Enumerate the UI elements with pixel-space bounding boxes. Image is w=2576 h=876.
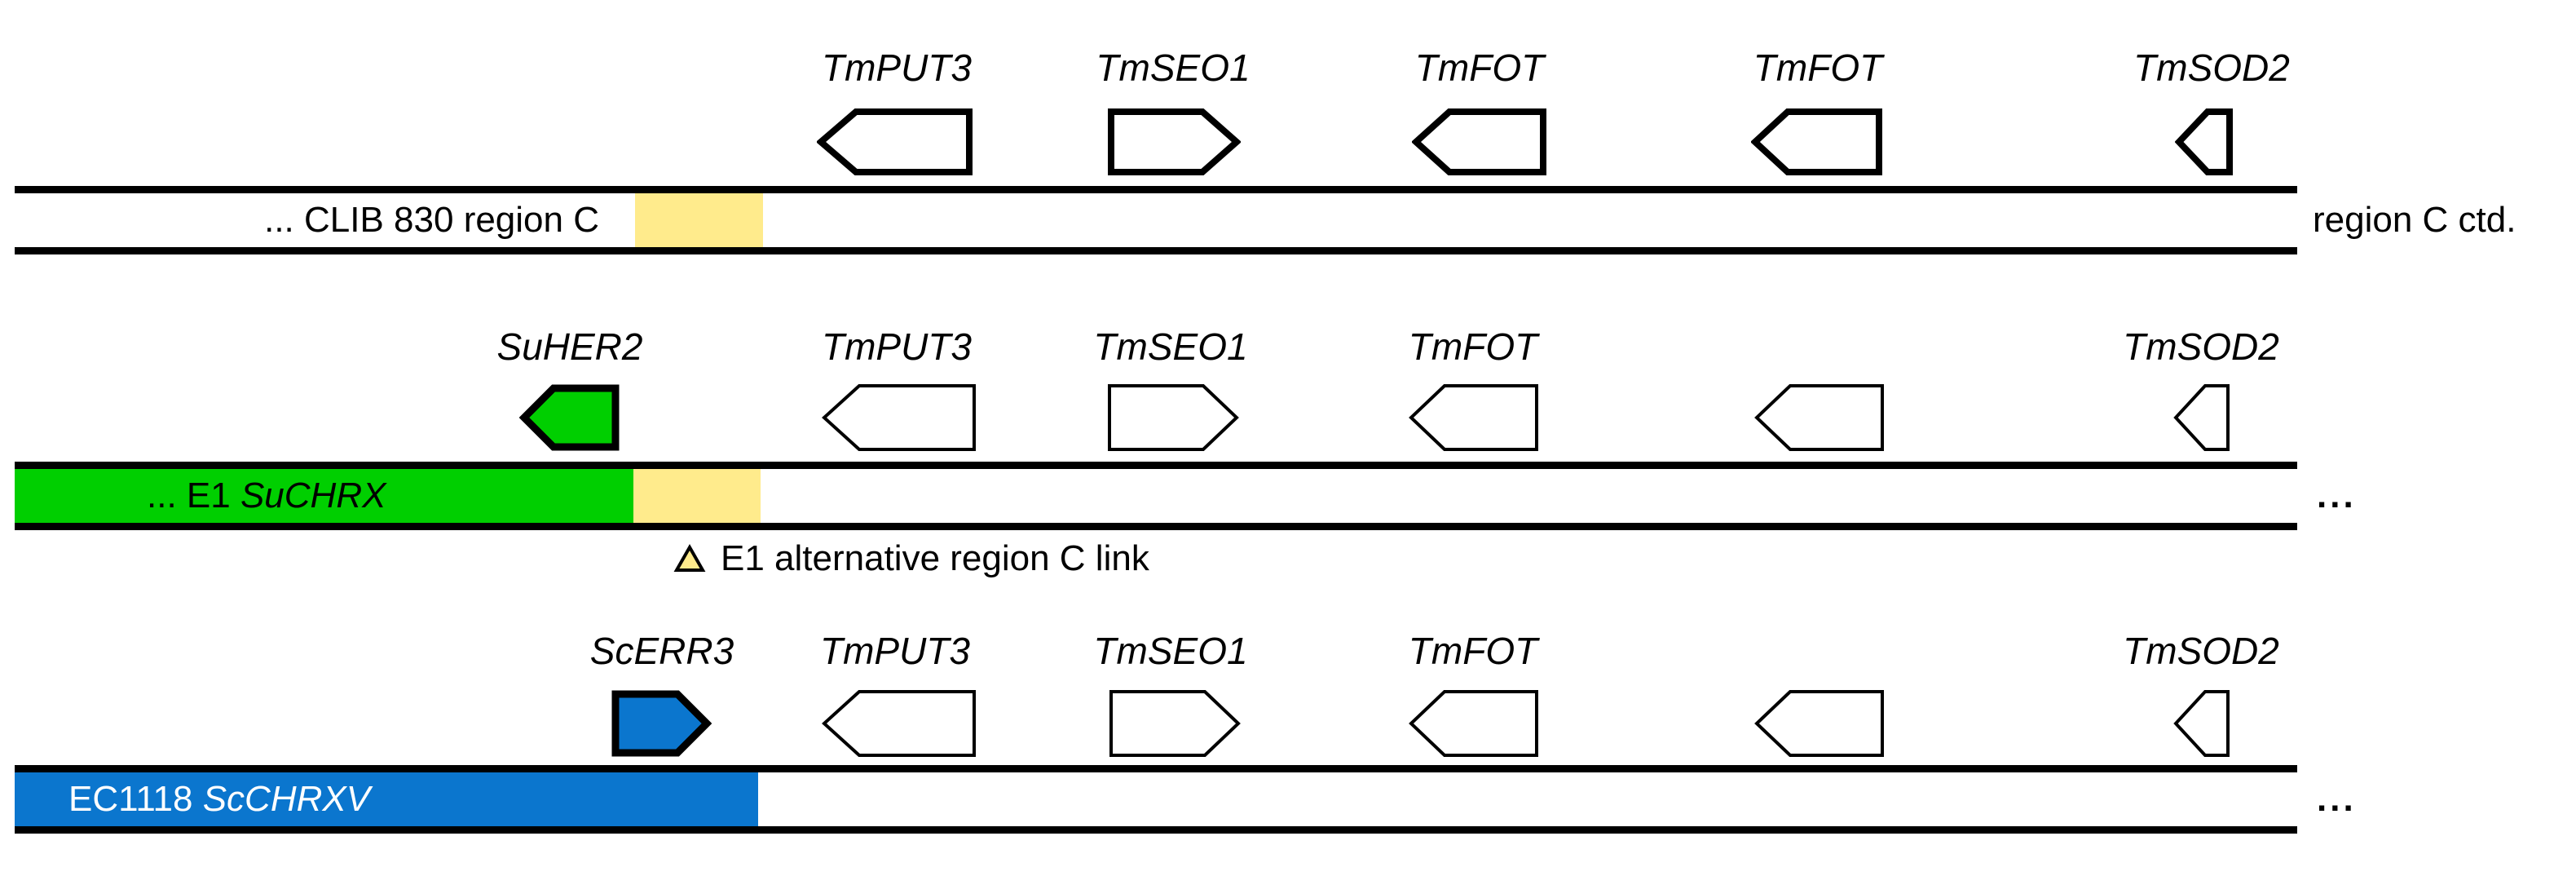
gene-arrow-unlabeled-left-icon	[1754, 384, 1884, 451]
gene-label-tmput3: TmPUT3	[820, 630, 970, 672]
gene-arrow-tmsod2-left-icon	[2173, 384, 2230, 451]
gene-arrow-tmsod2-left-icon	[2175, 108, 2233, 175]
gene-arrow-tmfot-left-icon	[1409, 690, 1538, 757]
gene-arrow-tmput3-left-icon	[817, 108, 973, 175]
gene-arrow-tmput3-left-icon	[822, 384, 976, 451]
track-continues-ellipsis: ...	[2317, 779, 2357, 819]
gene-label-tmfot: TmFOT	[1414, 46, 1545, 89]
track-e1-suchrx: ... E1 SuCHRX	[15, 462, 2297, 530]
gene-arrow-scerr3-right-icon	[611, 690, 712, 757]
triangle-icon	[673, 543, 706, 572]
gene-arrow-tmfot-left-icon	[1412, 108, 1546, 175]
gene-label-tmfot: TmFOT	[1408, 325, 1538, 368]
track-continues-ellipsis: ...	[2317, 476, 2357, 515]
track-clib830-region-c: ... CLIB 830 region C	[15, 186, 2297, 254]
gene-arrow-tmsod2-left-icon	[2173, 690, 2230, 757]
gene-label-suher2: SuHER2	[496, 325, 643, 368]
gene-label-tmsod2: TmSOD2	[2133, 46, 2290, 89]
region-segment-blue	[15, 772, 758, 826]
track-ec1118-scchrxv: EC1118 ScCHRXV	[15, 765, 2297, 834]
gene-label-tmsod2: TmSOD2	[2123, 325, 2279, 368]
track-label-e1-suchrx: ... E1 SuCHRX	[147, 476, 386, 515]
gene-label-tmfot: TmFOT	[1753, 46, 1883, 89]
link-segment-yellow	[635, 193, 763, 247]
gene-label-tmsod2: TmSOD2	[2123, 630, 2279, 672]
gene-arrow-suher2-left-icon	[519, 384, 620, 451]
track-label-clib830: ... CLIB 830 region C	[264, 200, 599, 240]
gene-label-tmseo1: TmSEO1	[1096, 46, 1251, 89]
gene-arrow-tmfot-left-icon	[1751, 108, 1882, 175]
gene-arrow-tmfot-left-icon	[1409, 384, 1538, 451]
gene-arrow-unlabeled-left-icon	[1754, 690, 1884, 757]
link-segment-yellow	[633, 469, 761, 523]
track-label-ec1118: EC1118 ScCHRXV	[68, 779, 371, 819]
gene-arrow-tmput3-left-icon	[822, 690, 976, 757]
region-c-ctd-label: region C ctd.	[2313, 200, 2516, 240]
gene-label-tmput3: TmPUT3	[822, 46, 972, 89]
gene-label-tmfot: TmFOT	[1408, 630, 1538, 672]
region-segment-green	[15, 469, 633, 523]
gene-arrow-tmseo1-right-icon	[1108, 108, 1241, 175]
gene-label-tmput3: TmPUT3	[822, 325, 972, 368]
gene-arrow-tmseo1-right-icon	[1109, 690, 1241, 757]
gene-label-scerr3: ScERR3	[589, 630, 734, 672]
gene-label-tmseo1: TmSEO1	[1093, 630, 1248, 672]
legend-text: E1 alternative region C link	[721, 538, 1149, 578]
legend-alternative-link: E1 alternative region C link	[673, 538, 1149, 579]
gene-label-tmseo1: TmSEO1	[1093, 325, 1248, 368]
gene-arrow-tmseo1-right-icon	[1108, 384, 1239, 451]
